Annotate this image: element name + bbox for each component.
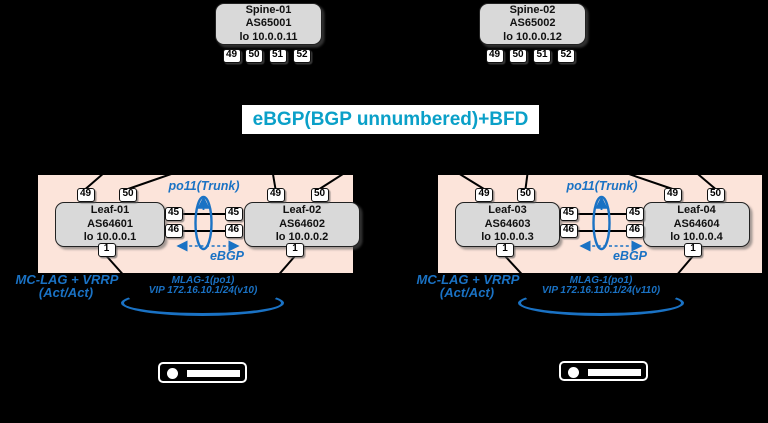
ebgp-label: eBGP — [209, 249, 245, 263]
spine-02-port-chip: 49 — [485, 49, 504, 63]
mclag-mode-label: (Act/Act) — [439, 285, 495, 300]
spine-01-port-chip: 49 — [222, 49, 241, 63]
node-asn: AS64603 — [484, 217, 531, 230]
peer-port-chip: 46 — [224, 224, 243, 238]
server-power-led — [568, 366, 579, 378]
leaf-01-node: Leaf-01 AS64601 lo 10.0.0.1 — [55, 202, 165, 247]
peer-port-chip: 45 — [625, 207, 644, 221]
leaf-03-port-chip: 50 — [516, 188, 535, 202]
server-icon — [559, 361, 648, 381]
leaf-04-port-chip: 49 — [663, 188, 682, 202]
node-loopback: lo 10.0.0.3 — [481, 231, 534, 244]
peer-port-chip: 45 — [559, 207, 578, 221]
node-name: Spine-02 — [509, 3, 556, 16]
trunk-label: po11(Trunk) — [566, 179, 638, 193]
peer-port-chip: 45 — [164, 207, 183, 221]
server-power-led — [167, 367, 178, 379]
leaf-02-port-chip: 50 — [310, 188, 329, 202]
server-drive-bar — [588, 369, 641, 376]
node-asn: AS64602 — [279, 217, 325, 230]
spine-01-port-chip: 51 — [268, 49, 287, 63]
spine-01-node: Spine-01 AS65001 lo 10.0.0.11 — [215, 3, 322, 45]
node-name: Leaf-03 — [488, 204, 527, 217]
leaf-03-node: Leaf-03 AS64603 lo 10.0.0.3 — [455, 202, 560, 247]
node-name: Leaf-04 — [677, 204, 716, 217]
vip-oval — [518, 290, 684, 316]
spine-02-node: Spine-02 AS65002 lo 10.0.0.12 — [479, 3, 586, 45]
server-icon — [158, 362, 247, 383]
node-name: Spine-01 — [245, 3, 292, 16]
node-loopback: lo 10.0.0.11 — [239, 30, 298, 43]
node-loopback: lo 10.0.0.2 — [275, 231, 329, 244]
leaf-02-port-chip: 49 — [266, 188, 285, 202]
mclag-peer-links — [182, 213, 626, 232]
node-loopback: lo 10.0.0.12 — [503, 30, 562, 43]
leaf-03-port-chip: 1 — [496, 243, 514, 257]
mclag-mode-label: (Act/Act) — [38, 285, 94, 300]
node-asn: AS64604 — [673, 217, 720, 230]
ebgp-label: eBGP — [612, 249, 648, 263]
spine-01-port-chip: 50 — [245, 49, 263, 63]
spine-02-port-chip: 51 — [533, 49, 551, 63]
mlag-label: MLAG-1(po1) — [171, 275, 235, 286]
node-loopback: lo 10.0.0.1 — [83, 231, 137, 244]
peer-port-chip: 46 — [164, 224, 183, 238]
peer-port-chip: 45 — [224, 207, 243, 221]
leaf-01-port-chip: 50 — [119, 188, 137, 202]
leaf-04-node: Leaf-04 AS64604 lo 10.0.0.4 — [643, 202, 750, 247]
node-loopback: lo 10.0.0.4 — [670, 231, 723, 244]
leaf-04-port-chip: 50 — [706, 188, 725, 202]
leaf-02-port-chip: 1 — [286, 243, 304, 257]
leaf-02-node: Leaf-02 AS64602 lo 10.0.0.2 — [244, 202, 360, 247]
mclag-vrrp-label: MC-LAG + VRRP — [416, 272, 520, 287]
node-asn: AS65001 — [245, 17, 292, 30]
peer-port-chip: 46 — [625, 224, 644, 238]
mlag-label: MLAG-1(po1) — [569, 275, 633, 286]
trunk-label: po11(Trunk) — [168, 179, 240, 193]
leaf-04-port-chip: 1 — [684, 243, 702, 257]
spine-01-port-chip: 52 — [293, 49, 311, 63]
node-name: Leaf-01 — [90, 204, 130, 217]
node-asn: AS64601 — [87, 217, 133, 230]
server-drive-bar — [187, 370, 240, 377]
leaf-01-port-chip: 49 — [76, 188, 95, 202]
mclag-vrrp-label: MC-LAG + VRRP — [15, 272, 119, 287]
ebgp-banner: eBGP(BGP unnumbered)+BFD — [242, 105, 539, 134]
vip-oval — [121, 290, 284, 316]
node-name: Leaf-02 — [282, 204, 322, 217]
ebgp-banner-text: eBGP(BGP unnumbered)+BFD — [252, 108, 529, 130]
leaf-01-port-chip: 1 — [97, 243, 116, 257]
spine-02-port-chip: 50 — [509, 49, 527, 63]
node-asn: AS65002 — [509, 17, 556, 30]
peer-port-chip: 46 — [559, 224, 578, 238]
leaf-03-port-chip: 49 — [475, 188, 493, 202]
spine-02-port-chip: 52 — [557, 49, 575, 63]
